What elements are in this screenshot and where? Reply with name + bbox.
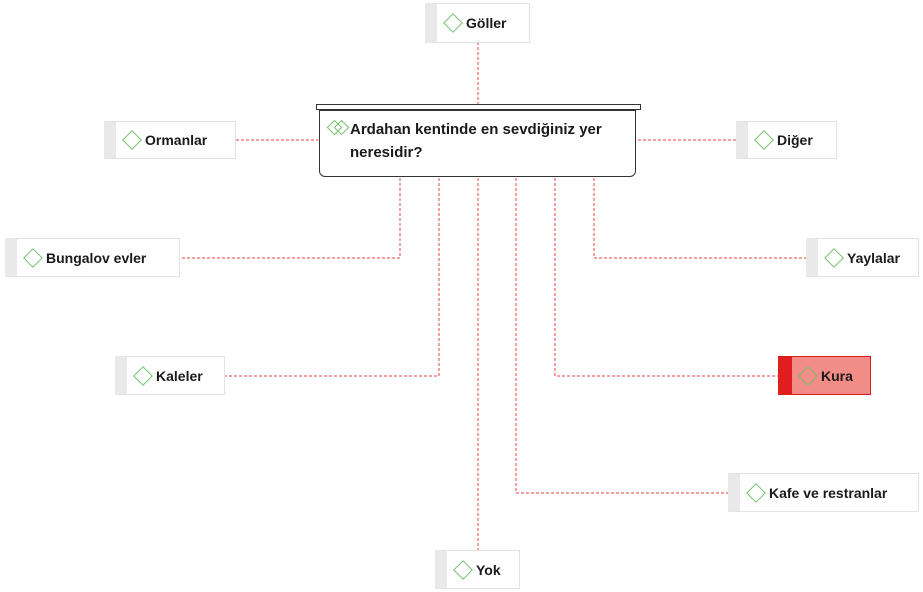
option-label: Kura [821,367,853,384]
option-diger[interactable]: Diğer [736,121,837,159]
connector-kafe-ve-restranlar [515,178,728,494]
option-label: Yaylalar [847,249,900,266]
diamond-icon [754,130,774,150]
diamond-icon [746,482,766,503]
diamond-icon [824,247,844,268]
connector-yaylalar [593,178,806,259]
option-yok[interactable]: Yok [435,550,520,589]
option-label: Kafe ve restranlar [769,484,888,501]
diamond-icon [133,365,153,386]
option-kura[interactable]: Kura [778,356,871,395]
connector-bungalov-evler [180,178,401,259]
option-label: Ormanlar [145,132,208,148]
option-label: Kaleler [156,367,203,384]
diamond-icon [443,13,463,33]
diamond-icon [122,130,142,150]
diamond-icon [23,247,43,268]
connector-kaleler [225,178,440,377]
option-bungalov-evler[interactable]: Bungalov evler [5,238,180,277]
double-diamond-icon [326,119,350,136]
connector-kura [554,178,778,377]
option-kaleler[interactable]: Kaleler [115,356,225,395]
question-header-bar [316,104,641,110]
option-label: Göller [466,15,507,31]
question-node[interactable]: Ardahan kentinde en sevdiğiniz yer neres… [319,110,636,177]
option-yaylalar[interactable]: Yaylalar [806,238,919,277]
diamond-icon [798,365,818,386]
option-goller[interactable]: Göller [425,3,530,43]
option-label: Diğer [777,132,813,148]
diamond-icon [453,559,473,580]
question-text: Ardahan kentinde en sevdiğiniz yer neres… [350,121,602,161]
option-label: Bungalov evler [46,249,147,266]
option-kafe-ve-restranlar[interactable]: Kafe ve restranlar [728,473,919,512]
option-label: Yok [476,561,501,578]
option-ormanlar[interactable]: Ormanlar [104,121,236,159]
